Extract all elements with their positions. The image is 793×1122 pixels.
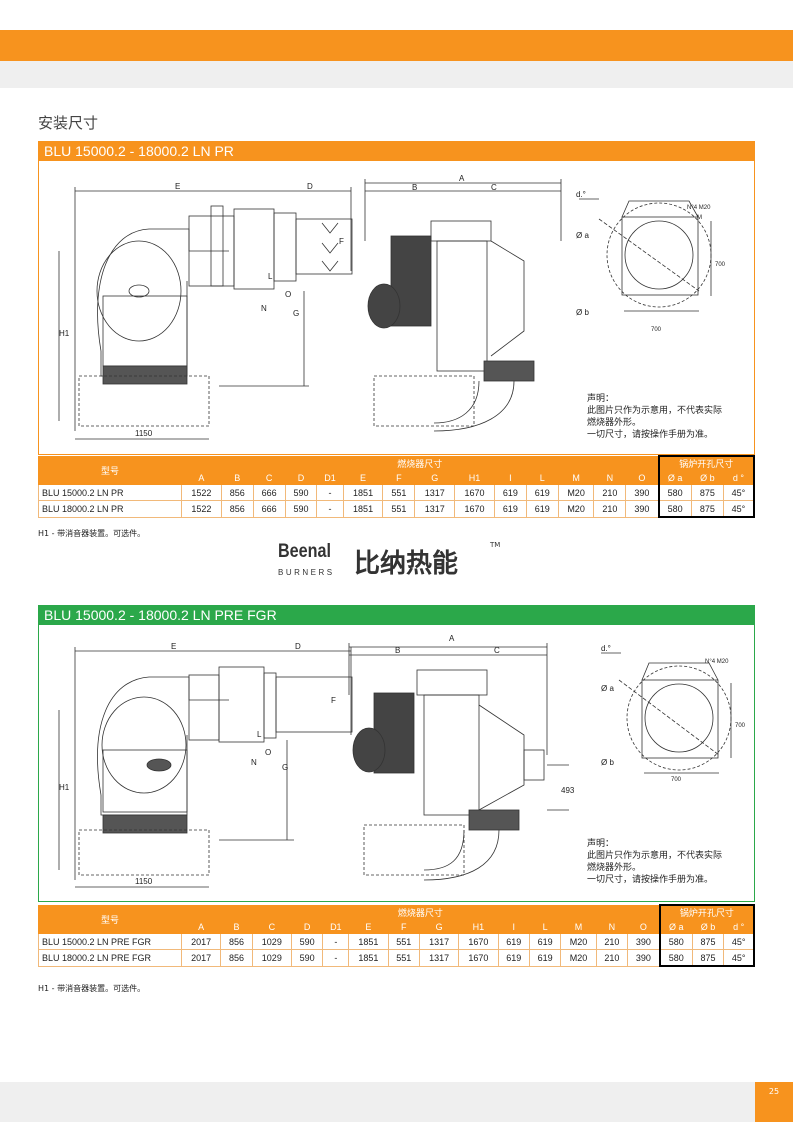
dim-label-c: C xyxy=(491,183,497,192)
flange-label-ob: Ø b xyxy=(601,758,614,767)
top-accent-band xyxy=(0,30,793,61)
dimensions-table-pr: 型号 燃烧器尺寸 锅炉开孔尺寸 A B C D D1 E F G H1 I L … xyxy=(38,455,755,518)
col-group-furnace: 锅炉开孔尺寸 xyxy=(658,904,756,920)
drawing-panel-pre-fgr: E D A B C F G H1 1150 N O L 493 d.° Ø a … xyxy=(38,625,755,902)
col-model: 型号 xyxy=(38,904,182,934)
flange-height-700: 700 xyxy=(715,262,726,268)
dim-label-a: A xyxy=(449,634,455,643)
drawing-panel-pr: E D A B C F G H1 1150 N O L d.° Ø a Ø b … xyxy=(38,161,755,455)
dim-label-1150: 1150 xyxy=(135,877,153,886)
footer-band xyxy=(0,1082,793,1122)
logo-english: Beenal xyxy=(278,541,331,562)
dim-label-o: O xyxy=(265,748,271,757)
footnote-pre-fgr: H1 - 带消音器装置。可选件。 xyxy=(38,984,146,993)
logo-trademark: TM xyxy=(490,541,501,549)
dim-label-h1: H1 xyxy=(59,329,70,338)
dim-label-e: E xyxy=(175,182,180,191)
disclaimer-note: 声明： 此图片只作为示意用，不代表实际 燃烧器外形。 一切尺寸，请按操作手册为准… xyxy=(587,839,723,885)
table-row: BLU 18000.2 LN PRE FGR 2017 856 1029 590… xyxy=(38,949,756,967)
flange-label-m20: N°4 M20 xyxy=(687,205,711,211)
flange-label-oa: Ø a xyxy=(601,684,614,693)
page-number: 25 xyxy=(755,1082,793,1122)
table-row: BLU 15000.2 LN PRE FGR 2017 856 1029 590… xyxy=(38,933,756,950)
logo-subtitle: BURNERS xyxy=(278,568,335,577)
flange-label-m: M xyxy=(697,215,702,221)
page-title: 安装尺寸 xyxy=(38,114,99,132)
section-header-pre-fgr: BLU 15000.2 - 18000.2 LN PRE FGR xyxy=(38,605,755,625)
logo-chinese: 比纳热能 xyxy=(354,549,459,579)
installation-drawing-pre-fgr: E D A B C F G H1 1150 N O L 493 d.° Ø a … xyxy=(58,634,746,888)
dim-label-h1: H1 xyxy=(59,783,70,792)
dim-label-n: N xyxy=(261,304,267,313)
flange-label-d: d.° xyxy=(576,190,586,199)
col-group-burner: 燃烧器尺寸 xyxy=(180,904,661,920)
col-group-burner: 燃烧器尺寸 xyxy=(181,455,659,471)
dim-label-g: G xyxy=(282,763,288,772)
header-grey-band xyxy=(0,61,793,88)
dim-label-e: E xyxy=(171,642,176,651)
flange-width-700: 700 xyxy=(671,777,682,783)
dim-label-o: O xyxy=(285,290,291,299)
dim-label-c: C xyxy=(494,646,500,655)
dim-label-b: B xyxy=(412,183,417,192)
disclaimer-note: 声明： 此图片只作为示意用，不代表实际 燃烧器外形。 一切尺寸，请按操作手册为准… xyxy=(587,394,723,440)
dim-label-d: D xyxy=(307,182,313,191)
dim-label-f: F xyxy=(339,237,344,246)
flange-width-700: 700 xyxy=(651,327,662,333)
table-row: BLU 15000.2 LN PR 1522 856 666 590 - 185… xyxy=(38,484,755,501)
dim-label-b: B xyxy=(395,646,400,655)
dim-label-d: D xyxy=(295,642,301,651)
dim-label-g: G xyxy=(293,309,299,318)
flange-label-ob: Ø b xyxy=(576,308,589,317)
flange-height-700: 700 xyxy=(735,723,746,729)
col-group-furnace: 锅炉开孔尺寸 xyxy=(657,455,755,471)
installation-drawing-pr: E D A B C F G H1 1150 N O L d.° Ø a Ø b … xyxy=(58,174,726,440)
flange-label-m20: N°4 M20 xyxy=(705,659,729,665)
section-header-pr: BLU 15000.2 - 18000.2 LN PR xyxy=(38,141,755,161)
dim-label-f: F xyxy=(331,696,336,705)
dim-label-l: L xyxy=(268,272,273,281)
flange-label-d: d.° xyxy=(601,644,611,653)
dim-label-n: N xyxy=(251,758,257,767)
dim-label-l: L xyxy=(257,730,262,739)
flange-label-oa: Ø a xyxy=(576,231,589,240)
dim-label-493: 493 xyxy=(561,786,575,795)
col-model: 型号 xyxy=(38,455,182,485)
dim-label-a: A xyxy=(459,174,465,183)
table-row: BLU 18000.2 LN PR 1522 856 666 590 - 185… xyxy=(38,500,755,518)
dimensions-table-pre-fgr: 型号 燃烧器尺寸 锅炉开孔尺寸 A B C D D1 E F G H1 I L … xyxy=(38,904,756,967)
brand-logo: Beenal BURNERS 比纳热能 TM xyxy=(278,541,518,581)
footnote-pr: H1 - 带消音器装置。可选件。 xyxy=(38,529,146,538)
dim-label-1150: 1150 xyxy=(135,429,153,438)
